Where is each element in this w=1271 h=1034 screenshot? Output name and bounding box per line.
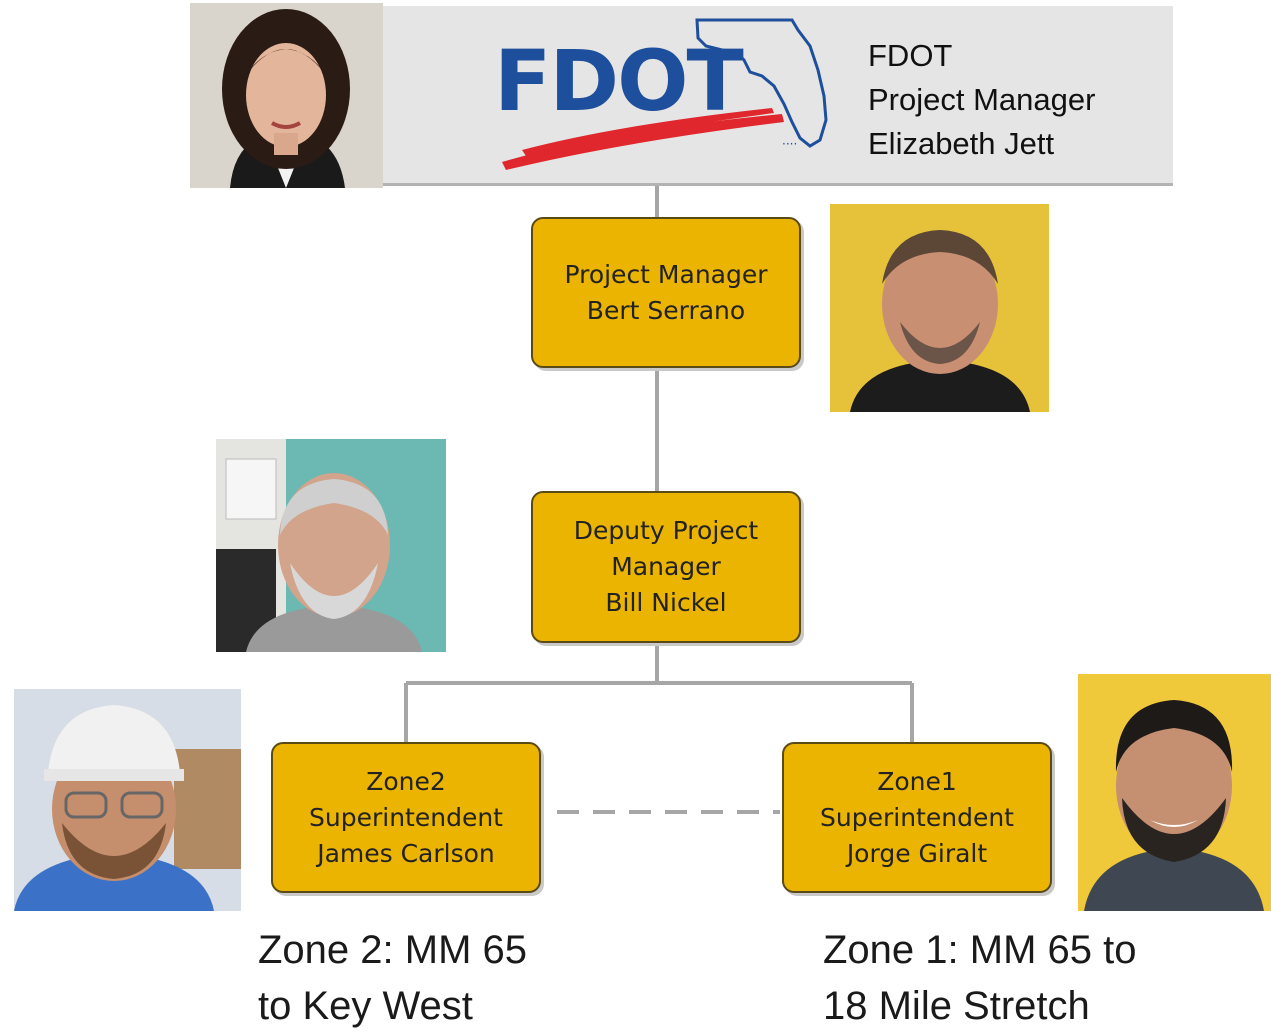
node-zone2-name: James Carlson	[317, 838, 495, 868]
zone1-note-line2: 18 Mile Stretch	[823, 984, 1090, 1028]
photo-james-carlson	[14, 689, 241, 911]
svg-text:····: ····	[782, 137, 797, 151]
zone2-coverage-note: Zone 2: MM 65 to Key West	[258, 922, 527, 1034]
node-zone2-title: Superintendent	[309, 802, 503, 832]
node-deputy-title-line1: Deputy Project	[573, 516, 759, 545]
header-caption: FDOT Project Manager Elizabeth Jett	[868, 34, 1095, 166]
node-project-manager: Project Manager Bert Serrano	[531, 217, 801, 368]
node-zone1-zone: Zone1	[877, 766, 957, 796]
florida-outline-icon	[695, 18, 828, 148]
node-pm-name: Bert Serrano	[586, 295, 746, 325]
svg-text:FDOT: FDOT	[494, 32, 744, 130]
zone2-note-line2: to Key West	[258, 984, 473, 1028]
header-role: Project Manager	[868, 82, 1096, 117]
zone2-note-line1: Zone 2: MM 65	[258, 928, 528, 972]
node-pm-title: Project Manager	[564, 259, 768, 289]
photo-bill-nickel	[216, 439, 446, 652]
node-zone2-superintendent: Zone2 Superintendent James Carlson	[271, 742, 541, 893]
node-deputy-project-manager: Deputy Project Manager Bill Nickel	[531, 491, 801, 643]
fdot-logo: ···· FDOT	[494, 18, 828, 170]
node-zone1-title: Superintendent	[820, 802, 1014, 832]
photo-elizabeth-jett	[190, 3, 383, 188]
header-name: Elizabeth Jett	[868, 126, 1055, 161]
photo-jorge-giralt	[1078, 674, 1271, 911]
node-deputy-name: Bill Nickel	[605, 588, 727, 617]
node-zone1-name: Jorge Giralt	[846, 838, 988, 868]
header-org: FDOT	[868, 38, 953, 73]
node-deputy-title-line2: Manager	[611, 552, 721, 581]
node-zone1-superintendent: Zone1 Superintendent Jorge Giralt	[782, 742, 1052, 893]
zone1-note-line1: Zone 1: MM 65 to	[823, 928, 1137, 972]
zone1-coverage-note: Zone 1: MM 65 to 18 Mile Stretch	[823, 922, 1136, 1034]
node-zone2-zone: Zone2	[366, 766, 446, 796]
photo-bert-serrano	[830, 204, 1049, 412]
fdot-header-banner	[380, 6, 1173, 186]
